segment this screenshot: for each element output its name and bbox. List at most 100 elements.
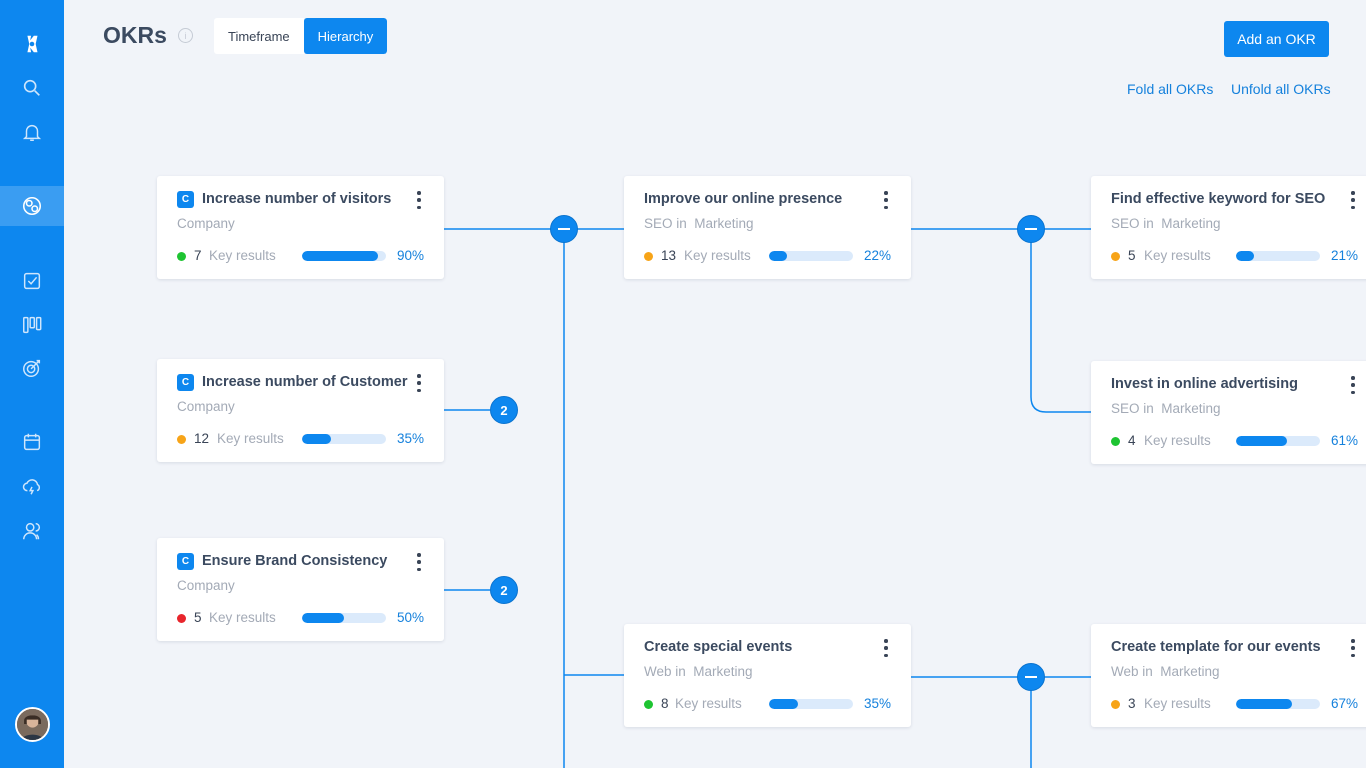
company-badge: C [177, 374, 194, 391]
status-dot [177, 252, 186, 261]
company-badge: C [177, 553, 194, 570]
progress-percent: 22% [863, 248, 891, 263]
sidebar [0, 0, 64, 768]
progress-percent: 67% [1330, 696, 1358, 711]
progress-bar [302, 251, 386, 261]
okr-owner: SEO in Marketing [1111, 401, 1221, 416]
key-results-count: 7 [194, 248, 202, 263]
progress-percent: 35% [863, 696, 891, 711]
key-results-count: 8 [661, 696, 669, 711]
logo-icon[interactable] [0, 24, 64, 64]
progress-bar [302, 613, 386, 623]
status-dot [1111, 437, 1120, 446]
search-icon[interactable] [0, 68, 64, 108]
key-results-label: Key results [209, 610, 276, 625]
page-title: OKRs [103, 22, 167, 48]
okr-title[interactable]: Create template for our events [1111, 639, 1321, 655]
key-results-count: 3 [1128, 696, 1136, 711]
okr-title[interactable]: Increase number of Customer [202, 374, 408, 390]
progress-percent: 21% [1330, 248, 1358, 263]
key-results-count: 13 [661, 248, 677, 263]
progress-bar [1236, 251, 1320, 261]
info-icon[interactable]: i [178, 28, 193, 43]
status-dot [644, 252, 653, 261]
timeframe-tab[interactable]: Timeframe [214, 18, 304, 54]
weather-icon[interactable] [0, 466, 64, 506]
collapse-node[interactable] [550, 215, 578, 243]
key-results-count: 4 [1128, 433, 1136, 448]
more-options-icon[interactable] [883, 639, 889, 657]
key-results-label: Key results [1144, 248, 1211, 263]
more-options-icon[interactable] [883, 191, 889, 209]
progress-percent: 61% [1330, 433, 1358, 448]
okr-title[interactable]: Increase number of visitors [202, 191, 392, 207]
tasks-icon[interactable] [0, 261, 64, 301]
more-options-icon[interactable] [416, 191, 422, 209]
more-options-icon[interactable] [416, 374, 422, 392]
key-results-count: 5 [194, 610, 202, 625]
expand-node[interactable]: 2 [490, 576, 518, 604]
progress-percent: 50% [396, 610, 424, 625]
okr-title[interactable]: Ensure Brand Consistency [202, 553, 388, 569]
progress-bar [769, 251, 853, 261]
status-dot [1111, 252, 1120, 261]
key-results-label: Key results [1144, 433, 1211, 448]
collapse-node[interactable] [1017, 663, 1045, 691]
more-options-icon[interactable] [1350, 376, 1356, 394]
users-icon[interactable] [0, 511, 64, 551]
key-results-label: Key results [209, 248, 276, 263]
okr-title[interactable]: Improve our online presence [644, 191, 843, 207]
add-okr-button[interactable]: Add an OKR [1224, 21, 1329, 57]
hierarchy-tab[interactable]: Hierarchy [303, 18, 388, 54]
okr-owner: Company [177, 216, 235, 231]
fold-all-link[interactable]: Fold all OKRs [1127, 81, 1214, 97]
progress-bar [302, 434, 386, 444]
unfold-all-link[interactable]: Unfold all OKRs [1231, 81, 1331, 97]
okr-owner: Web in Marketing [644, 664, 753, 679]
bell-icon[interactable] [0, 112, 64, 152]
key-results-label: Key results [217, 431, 284, 446]
expand-node[interactable]: 2 [490, 396, 518, 424]
key-results-count: 12 [194, 431, 210, 446]
progress-percent: 35% [396, 431, 424, 446]
more-options-icon[interactable] [1350, 639, 1356, 657]
progress-bar [1236, 699, 1320, 709]
okr-title[interactable]: Create special events [644, 639, 793, 655]
okr-owner: SEO in Marketing [644, 216, 754, 231]
progress-bar [769, 699, 853, 709]
okr-owner: Company [177, 578, 235, 593]
okr-owner: SEO in Marketing [1111, 216, 1221, 231]
okr-card[interactable]: Find effective keyword for SEO SEO in Mar… [1091, 176, 1366, 279]
key-results-label: Key results [675, 696, 742, 711]
status-dot [177, 614, 186, 623]
progress-percent: 90% [396, 248, 424, 263]
avatar[interactable] [15, 707, 50, 742]
key-results-label: Key results [684, 248, 751, 263]
more-options-icon[interactable] [1350, 191, 1356, 209]
objectives-icon[interactable] [0, 186, 64, 226]
view-toggle: Timeframe Hierarchy [214, 18, 388, 54]
key-results-count: 5 [1128, 248, 1136, 263]
more-options-icon[interactable] [416, 553, 422, 571]
company-badge: C [177, 191, 194, 208]
okr-title[interactable]: Find effective keyword for SEO [1111, 191, 1326, 207]
target-icon[interactable] [0, 348, 64, 388]
status-dot [1111, 700, 1120, 709]
board-icon[interactable] [0, 305, 64, 345]
progress-bar [1236, 436, 1320, 446]
collapse-node[interactable] [1017, 215, 1045, 243]
status-dot [177, 435, 186, 444]
status-dot [644, 700, 653, 709]
key-results-label: Key results [1144, 696, 1211, 711]
calendar-icon[interactable] [0, 422, 64, 462]
okr-title[interactable]: Invest in online advertising [1111, 376, 1298, 392]
okr-owner: Company [177, 399, 235, 414]
